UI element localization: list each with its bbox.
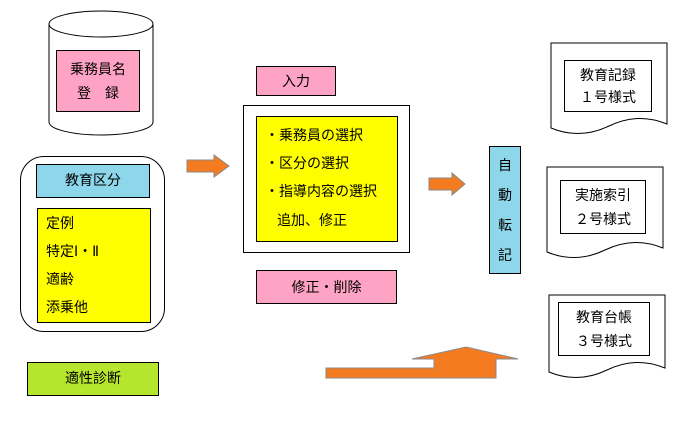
document-name: 実施索引 [575, 188, 631, 204]
auto-post-char: 記 [498, 248, 512, 264]
category-title: 教育区分 [65, 173, 121, 189]
category-list: 定例 特定Ⅰ・Ⅱ 適齢 添乗他 [37, 208, 151, 323]
document-name: 教育台帳 [576, 310, 632, 326]
category-item: 特定Ⅰ・Ⅱ [46, 244, 100, 260]
category-item: 適齢 [46, 272, 74, 288]
bent-arrow-up-icon [325, 346, 519, 379]
document-form: ３号様式 [576, 334, 632, 350]
aptitude-box: 適性診断 [27, 362, 159, 396]
document-output: 教育台帳 ３号様式 [548, 294, 666, 384]
auto-post-char: 動 [498, 188, 512, 204]
document-label-box: 教育記録 １号様式 [564, 60, 652, 112]
register-line2: 登 録 [77, 86, 119, 102]
auto-post-char: 転 [498, 218, 512, 234]
document-output: 教育記録 １号様式 [550, 42, 668, 140]
auto-post-box: 自 動 転 記 [489, 146, 521, 274]
input-title: 入力 [282, 74, 310, 90]
input-title-box: 入力 [256, 66, 336, 96]
edit-delete-label: 修正・削除 [291, 280, 362, 296]
arrow-right-icon [186, 154, 230, 178]
document-label-box: 教育台帳 ３号様式 [558, 302, 650, 356]
document-form: ２号様式 [575, 212, 631, 228]
auto-post-char: 自 [498, 158, 512, 174]
document-form: １号様式 [580, 90, 636, 106]
document-name: 教育記録 [580, 68, 636, 84]
category-item: 定例 [46, 216, 74, 232]
category-item: 添乗他 [46, 300, 88, 316]
document-output: 実施索引 ２号様式 [546, 166, 664, 264]
edit-delete-box: 修正・削除 [256, 270, 397, 304]
category-title-box: 教育区分 [36, 164, 150, 198]
input-item: ・区分の選択 [265, 156, 349, 172]
register-label-box: 乗務員名 登 録 [56, 50, 140, 112]
input-item: ・乗務員の選択 [265, 128, 363, 144]
input-item: 追加、修正 [277, 213, 347, 229]
input-item: ・指導内容の選択 [265, 184, 377, 200]
document-label-box: 実施索引 ２号様式 [560, 180, 646, 234]
register-line1: 乗務員名 [70, 62, 126, 78]
aptitude-label: 適性診断 [65, 371, 121, 387]
input-list: ・乗務員の選択 ・区分の選択 ・指導内容の選択 追加、修正 [256, 116, 398, 242]
arrow-right-icon [428, 172, 466, 196]
